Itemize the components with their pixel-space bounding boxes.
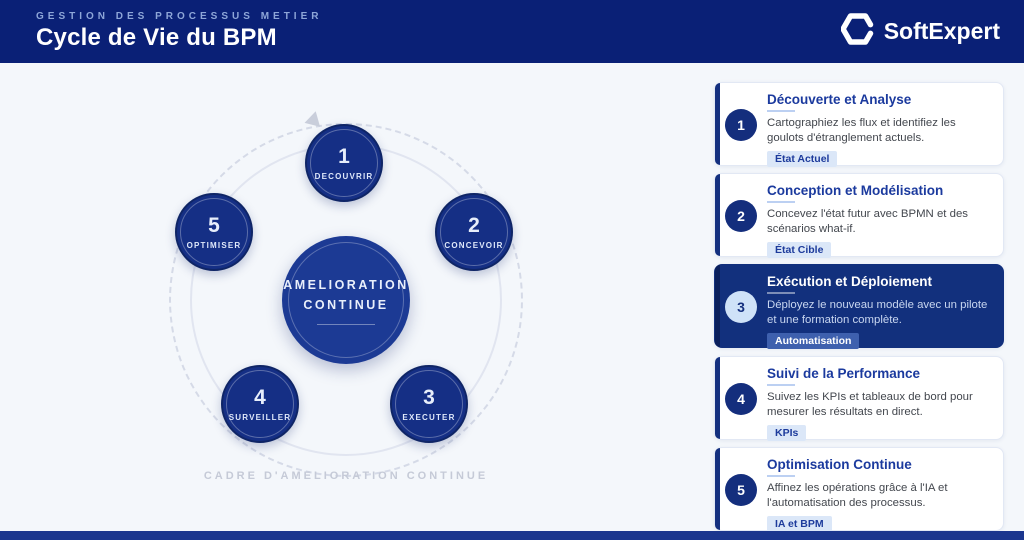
node-label: EXECUTER xyxy=(402,412,456,422)
arrowhead-up-icon xyxy=(304,109,324,127)
card-content: Conception et Modélisation Concevez l'ét… xyxy=(767,183,995,259)
card-content: Exécution et Déploiement Déployez le nou… xyxy=(767,274,995,350)
header-eyebrow: GESTION DES PROCESSUS METIER xyxy=(36,11,323,22)
node-label: DECOUVRIR xyxy=(314,171,374,181)
node-number: 5 xyxy=(208,213,220,237)
title-underline xyxy=(767,292,795,294)
step-number-badge: 4 xyxy=(725,383,757,415)
node-number: 3 xyxy=(423,385,435,409)
step-card-conception[interactable]: 2 Conception et Modélisation Concevez l'… xyxy=(714,173,1004,259)
diagram-caption: CADRE D'AMELIORATION CONTINUE xyxy=(203,470,489,482)
step-title: Exécution et Déploiement xyxy=(767,274,933,289)
node-label: CONCEVOIR xyxy=(444,240,504,250)
title-underline xyxy=(767,110,795,112)
diagram-node-concevoir[interactable]: 2 CONCEVOIR xyxy=(435,193,513,271)
header-titles: GESTION DES PROCESSUS METIER Cycle de Vi… xyxy=(36,11,322,52)
step-description: Cartographiez les flux et identifiez les… xyxy=(767,117,956,145)
step-card-execution-active[interactable]: 3 Exécution et Déploiement Déployez le n… xyxy=(714,264,1004,350)
hub-text-line1: AMELIORATION xyxy=(283,278,409,292)
node-number: 2 xyxy=(468,213,480,237)
step-tag-badge: Automatisation xyxy=(767,333,860,350)
step-number-badge: 3 xyxy=(725,291,757,323)
card-content: Optimisation Continue Affinez les opérat… xyxy=(767,457,995,533)
footer-accent-bar xyxy=(0,531,1024,540)
diagram-node-executer[interactable]: 3 EXECUTER xyxy=(390,365,468,443)
step-number-badge: 1 xyxy=(725,109,757,141)
node-number: 4 xyxy=(254,385,266,409)
step-tag-badge: État Cible xyxy=(767,242,832,259)
title-underline xyxy=(767,475,795,477)
diagram-center-hub: AMELIORATION CONTINUE xyxy=(282,236,410,364)
diagram-node-surveiller[interactable]: 4 SURVEILLER xyxy=(221,365,299,443)
hub-text-line2: CONTINUE xyxy=(303,298,389,312)
step-title: Découverte et Analyse xyxy=(767,92,912,107)
brand-logo: SoftExpert xyxy=(839,12,1000,51)
step-title: Suivi de la Performance xyxy=(767,366,921,381)
diagram-node-optimiser[interactable]: 5 OPTIMISER xyxy=(175,193,253,271)
diagram-node-decouvrir[interactable]: 1 DECOUVRIR xyxy=(305,124,383,202)
card-content: Découverte et Analyse Cartographiez les … xyxy=(767,92,995,168)
step-description: Affinez les opérations grâce à l'IA et l… xyxy=(767,482,948,510)
page-title: Cycle de Vie du BPM xyxy=(36,24,277,51)
title-underline xyxy=(767,201,795,203)
card-content: Suivi de la Performance Suivez les KPIs … xyxy=(767,366,995,442)
hub-divider xyxy=(317,324,375,325)
step-card-decouverte[interactable]: 1 Découverte et Analyse Cartographiez le… xyxy=(714,82,1004,168)
step-description: Concevez l'état futur avec BPMN et des s… xyxy=(767,208,968,236)
step-title: Conception et Modélisation xyxy=(767,183,944,198)
step-tag-badge: État Actuel xyxy=(767,151,838,168)
node-label: OPTIMISER xyxy=(186,240,242,250)
step-title: Optimisation Continue xyxy=(767,457,912,472)
step-number-badge: 2 xyxy=(725,200,757,232)
step-description: Déployez le nouveau modèle avec un pilot… xyxy=(767,299,988,327)
step-card-suivi[interactable]: 4 Suivi de la Performance Suivez les KPI… xyxy=(714,356,1004,442)
brand-name: SoftExpert xyxy=(883,18,1000,44)
step-tag-badge: KPIs xyxy=(767,425,807,442)
hexagon-c-icon xyxy=(839,12,876,51)
step-number-badge: 5 xyxy=(725,474,757,506)
title-underline xyxy=(767,384,795,386)
step-card-optimisation[interactable]: 5 Optimisation Continue Affinez les opér… xyxy=(714,447,1004,533)
header: GESTION DES PROCESSUS METIER Cycle de Vi… xyxy=(0,0,1024,63)
node-number: 1 xyxy=(338,144,350,168)
node-label: SURVEILLER xyxy=(228,412,292,422)
step-tag-badge: IA et BPM xyxy=(767,516,832,533)
step-description: Suivez les KPIs et tableaux de bord pour… xyxy=(767,391,973,419)
